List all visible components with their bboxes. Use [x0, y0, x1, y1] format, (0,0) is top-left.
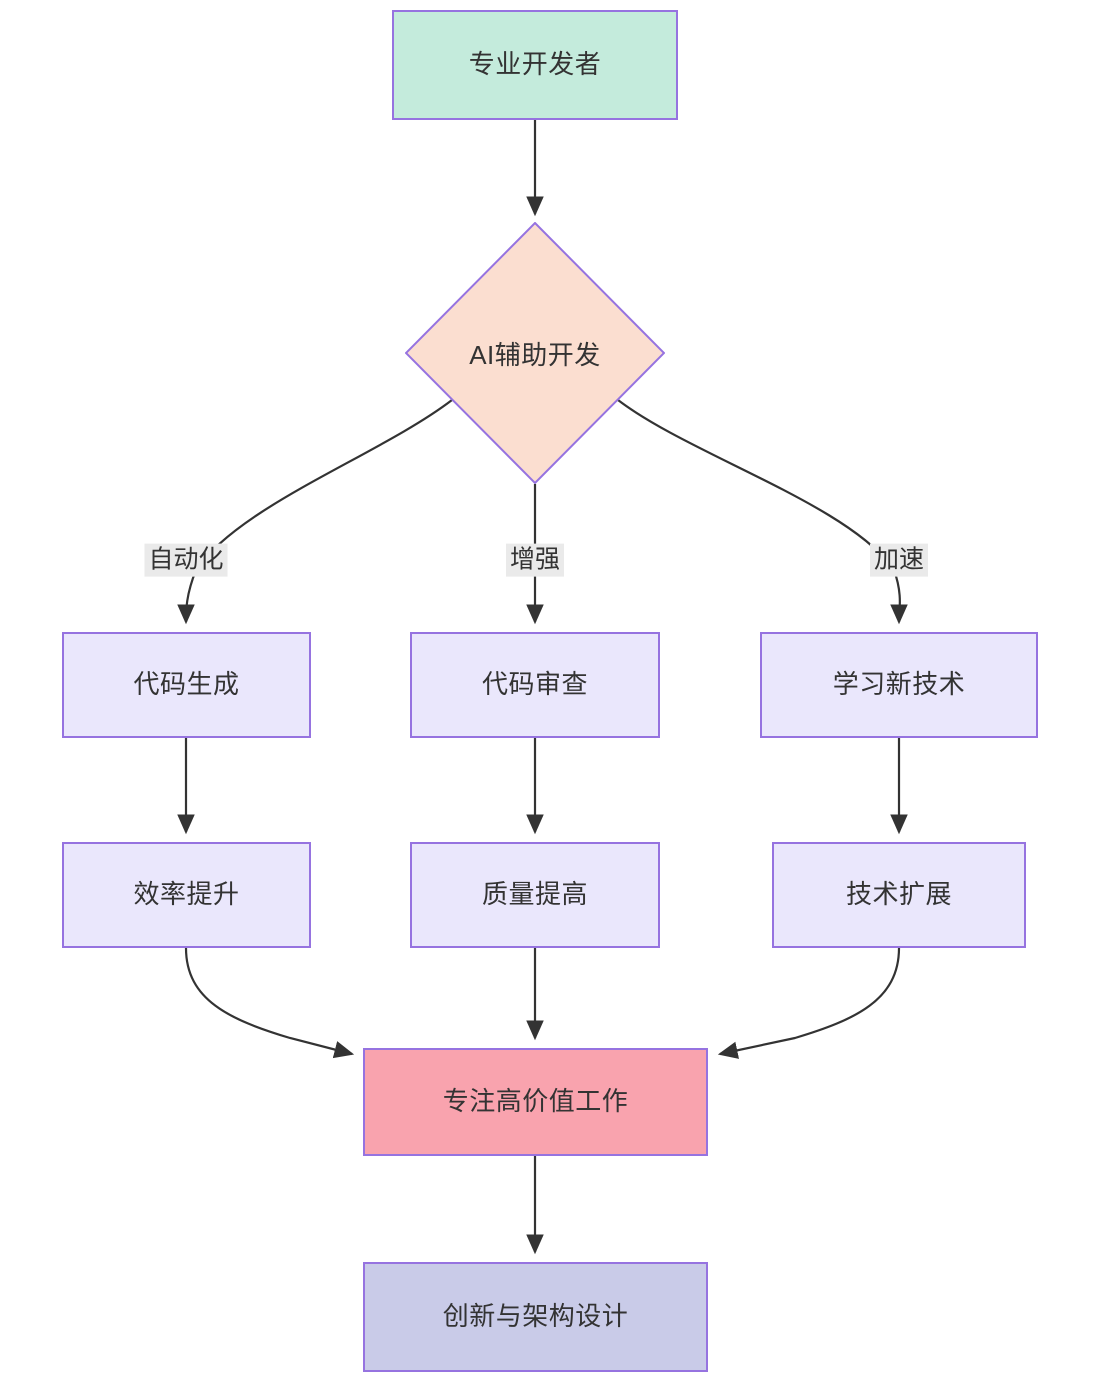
edge-techscale-to-focus	[717, 947, 901, 1059]
node-efficiency-improvement[interactable]: 效率提升	[62, 842, 311, 948]
node-focus-high-value-work-label: 专注高价值工作	[442, 1086, 629, 1117]
node-efficiency-improvement-label: 效率提升	[133, 879, 240, 910]
edge-label-automation: 自动化	[144, 543, 228, 577]
diamond-shape-icon	[405, 222, 665, 484]
node-start[interactable]: 专业开发者	[392, 10, 678, 120]
node-tech-expansion-label: 技术扩展	[845, 879, 952, 910]
node-focus-high-value-work[interactable]: 专注高价值工作	[363, 1048, 708, 1156]
node-quality-improvement[interactable]: 质量提高	[410, 842, 660, 948]
node-code-generation-label: 代码生成	[133, 669, 240, 700]
node-code-review[interactable]: 代码审查	[410, 632, 660, 738]
node-innovation-architecture-label: 创新与架构设计	[442, 1301, 629, 1332]
node-learn-new-tech[interactable]: 学习新技术	[760, 632, 1038, 738]
edge-efficiency-to-focus	[184, 947, 355, 1059]
node-code-review-label: 代码审查	[481, 669, 588, 700]
node-start-label: 专业开发者	[468, 49, 602, 80]
node-ai-assisted-development[interactable]: AI辅助开发	[405, 222, 665, 484]
node-tech-expansion[interactable]: 技术扩展	[772, 842, 1026, 948]
node-ai-assisted-development-label: AI辅助开发	[469, 339, 601, 370]
node-innovation-architecture[interactable]: 创新与架构设计	[363, 1262, 708, 1372]
node-learn-new-tech-label: 学习新技术	[832, 669, 966, 700]
edge-label-enhancement: 增强	[505, 543, 565, 577]
node-quality-improvement-label: 质量提高	[481, 879, 588, 910]
edge-label-acceleration: 加速	[869, 543, 929, 577]
node-code-generation[interactable]: 代码生成	[62, 632, 311, 738]
